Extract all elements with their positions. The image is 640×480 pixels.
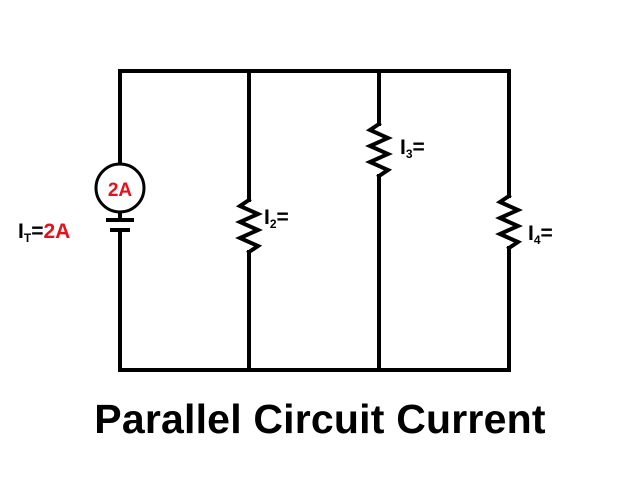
page-title: Parallel Circuit Current	[94, 396, 546, 442]
resistor-4	[495, 193, 523, 251]
resistor-2	[235, 197, 263, 255]
branch-3-label: I3=	[400, 136, 425, 161]
total-current-label: IT=2A	[18, 220, 70, 245]
ammeter-reading: 2A	[108, 180, 133, 201]
branch-4-label: I4=	[528, 222, 553, 247]
ammeter-icon	[94, 162, 146, 214]
branch-2-label: I2=	[264, 206, 289, 231]
circuit-canvas: 2A IT=2A I2= I3= I4=	[18, 69, 553, 372]
resistor-3	[365, 121, 393, 179]
